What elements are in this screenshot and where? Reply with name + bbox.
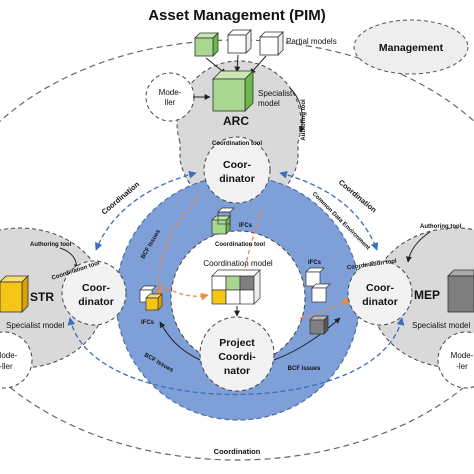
coordination-label-right: Coordination bbox=[337, 178, 379, 215]
str-specialist-model-label: Specialist model bbox=[6, 321, 64, 330]
mep-modeller-label-2: -ler bbox=[456, 362, 468, 371]
management-ellipse[interactable] bbox=[353, 19, 469, 75]
bcf-issues-bottom-right-label: BCF Issues bbox=[288, 366, 321, 372]
partial-model-white-cube-1 bbox=[227, 29, 252, 54]
arc-name: ARC bbox=[223, 114, 249, 128]
mep-name: MEP bbox=[414, 288, 440, 302]
project-coordinator-label-2: Coordi- bbox=[218, 351, 256, 363]
arc-modeller-label-1: Mode- bbox=[159, 88, 182, 97]
center-coordination-tool-label: Coordination tool bbox=[215, 242, 265, 248]
str-modeller-label-2: -ller bbox=[0, 362, 13, 371]
partial-models-label: Partial models bbox=[286, 37, 337, 46]
mep-specialist-model-label: Specialist model bbox=[412, 321, 470, 330]
arc-authoring-tool-label: Authoring tool bbox=[301, 99, 307, 141]
ifcs-top-label: IFCs bbox=[239, 223, 253, 229]
str-coordinator-label-2: dinator bbox=[78, 296, 114, 308]
mep-coordinator-circle[interactable] bbox=[347, 260, 413, 326]
coordination-arc-right bbox=[279, 171, 379, 251]
partial-model-white-cube-2 bbox=[259, 31, 284, 56]
arc-coordinator-label-2: dinator bbox=[219, 173, 255, 185]
arc-coordinator-circle[interactable] bbox=[203, 136, 271, 204]
arc-specialist-model-label-1: Specialist bbox=[258, 89, 293, 98]
mep-ifcs-cube[interactable] bbox=[305, 267, 331, 335]
str-coordinator-circle[interactable] bbox=[61, 260, 127, 326]
arc-coordination-tool-label: Coordination tool bbox=[212, 141, 262, 147]
str-authoring-tool-label: Authoring tool bbox=[30, 242, 72, 248]
coordination-model-cube[interactable] bbox=[211, 269, 261, 305]
partial-model-green-cube bbox=[194, 32, 219, 57]
mep-ifcs-label: IFCs bbox=[308, 260, 322, 266]
str-name: STR bbox=[30, 290, 54, 304]
management-label: Management bbox=[379, 42, 444, 54]
str-ifcs-label: IFCs bbox=[141, 320, 155, 326]
coordination-label-left: Coordination bbox=[100, 179, 142, 216]
arc-modeller-circle[interactable] bbox=[145, 72, 195, 122]
coordination-model-label: Coordination model bbox=[203, 259, 273, 268]
coordination-label-bottom: Coordination bbox=[214, 447, 261, 456]
partial-models-group: Partial models bbox=[194, 29, 337, 75]
mep-authoring-tool-label: Authoring tool bbox=[420, 224, 462, 230]
coordination-arc-bottom bbox=[67, 317, 405, 396]
coordination-arc-left bbox=[94, 171, 197, 251]
str-coordinator-label-1: Coor- bbox=[82, 282, 110, 294]
mep-modeller-circle[interactable] bbox=[437, 331, 474, 389]
arc-authoring-arrow bbox=[289, 87, 305, 133]
mep-specialist-model-cube[interactable] bbox=[447, 269, 474, 313]
bcf-arrow-left bbox=[154, 195, 201, 297]
arc-specialist-model-label-2: model bbox=[258, 99, 280, 108]
arc-coordinator-label-1: Coor- bbox=[223, 159, 251, 171]
project-coordinator-label-1: Project bbox=[219, 337, 255, 349]
bcf-arrow-str bbox=[159, 284, 209, 301]
str-specialist-model-cube[interactable] bbox=[0, 275, 29, 313]
mep-coordinator-label-1: Coor- bbox=[366, 282, 394, 294]
bcf-arrow-mep bbox=[299, 298, 351, 319]
bcf-arrow-bottom-left bbox=[159, 321, 201, 361]
project-coordinator-label-3: nator bbox=[224, 365, 250, 377]
str-ifcs-cube[interactable] bbox=[139, 285, 163, 311]
mep-coordinator-label-2: dinator bbox=[362, 296, 398, 308]
str-modeller-circle[interactable] bbox=[0, 331, 33, 389]
arc-specialist-model-cube[interactable] bbox=[212, 70, 254, 112]
str-modeller-label-1: Mode- bbox=[0, 351, 18, 360]
page-title: Asset Management (PIM) bbox=[148, 7, 326, 24]
bcf-arrow-bottom-right bbox=[273, 317, 341, 361]
mep-modeller-label-1: Mode- bbox=[451, 351, 474, 360]
arc-modeller-label-2: ller bbox=[165, 98, 176, 107]
project-coordinator-circle[interactable] bbox=[199, 316, 275, 392]
ifcs-top-cube[interactable] bbox=[211, 207, 235, 235]
